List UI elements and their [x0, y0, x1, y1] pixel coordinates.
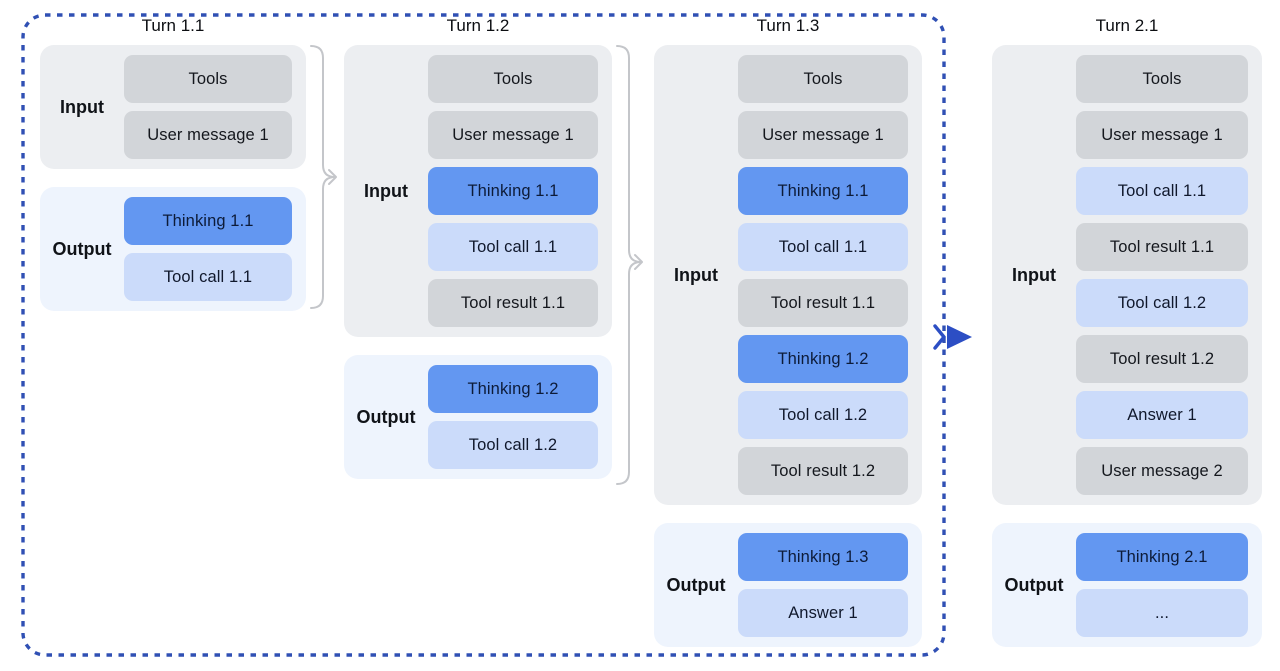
chip-tool-call-1-1: Tool call 1.1 — [124, 253, 292, 301]
chip-tool-call-1-1: Tool call 1.1 — [1076, 167, 1248, 215]
chip-tool-call-1-2: Tool call 1.2 — [1076, 279, 1248, 327]
chip-tool-result-1-2: Tool result 1.2 — [738, 447, 908, 495]
chip-ellipsis: ... — [1076, 589, 1248, 637]
output-chips: Thinking 2.1... — [1076, 533, 1248, 637]
output-label: Output — [1004, 574, 1064, 595]
chip-answer-1: Answer 1 — [738, 589, 908, 637]
turn-title: Turn 1.3 — [756, 16, 820, 35]
chip-tools: Tools — [428, 55, 598, 103]
input-label: Input — [674, 264, 718, 285]
output-label: Output — [356, 406, 416, 427]
turn-title: Turn 1.2 — [446, 16, 510, 35]
output-label: Output — [666, 574, 726, 595]
chip-tool-call-1-1: Tool call 1.1 — [738, 223, 908, 271]
chip-thinking-1-1: Thinking 1.1 — [738, 167, 908, 215]
chip-thinking-1-2: Thinking 1.2 — [738, 335, 908, 383]
carryover-brace-arrow-icon-2 — [616, 45, 643, 485]
carryover-brace-arrow-icon-1 — [310, 45, 337, 309]
chip-user-message-1: User message 1 — [124, 111, 292, 159]
chip-tool-call-1-1: Tool call 1.1 — [428, 223, 598, 271]
chip-tools: Tools — [1076, 55, 1248, 103]
input-label: Input — [1012, 264, 1056, 285]
chip-thinking-1-1: Thinking 1.1 — [428, 167, 598, 215]
chip-tools: Tools — [124, 55, 292, 103]
chip-tool-call-1-2: Tool call 1.2 — [428, 421, 598, 469]
next-turn-arrow-icon — [933, 324, 972, 350]
chip-user-message-1: User message 1 — [1076, 111, 1248, 159]
chip-user-message-1: User message 1 — [428, 111, 598, 159]
chip-tool-result-1-2: Tool result 1.2 — [1076, 335, 1248, 383]
chip-thinking-1-2: Thinking 1.2 — [428, 365, 598, 413]
chip-tool-result-1-1: Tool result 1.1 — [428, 279, 598, 327]
chip-tools: Tools — [738, 55, 908, 103]
output-label: Output — [52, 238, 112, 259]
input-label: Input — [60, 96, 104, 117]
input-label: Input — [364, 180, 408, 201]
chip-thinking-1-3: Thinking 1.3 — [738, 533, 908, 581]
chip-user-message-1: User message 1 — [738, 111, 908, 159]
chip-answer-1: Answer 1 — [1076, 391, 1248, 439]
turn-title: Turn 1.1 — [141, 16, 205, 35]
chip-thinking-2-1: Thinking 2.1 — [1076, 533, 1248, 581]
turn-title: Turn 2.1 — [1095, 16, 1159, 35]
chip-tool-call-1-2: Tool call 1.2 — [738, 391, 908, 439]
chip-thinking-1-1: Thinking 1.1 — [124, 197, 292, 245]
chip-tool-result-1-1: Tool result 1.1 — [1076, 223, 1248, 271]
chip-user-message-2: User message 2 — [1076, 447, 1248, 495]
chip-tool-result-1-1: Tool result 1.1 — [738, 279, 908, 327]
output-group: Output Thinking 2.1... — [992, 523, 1262, 647]
